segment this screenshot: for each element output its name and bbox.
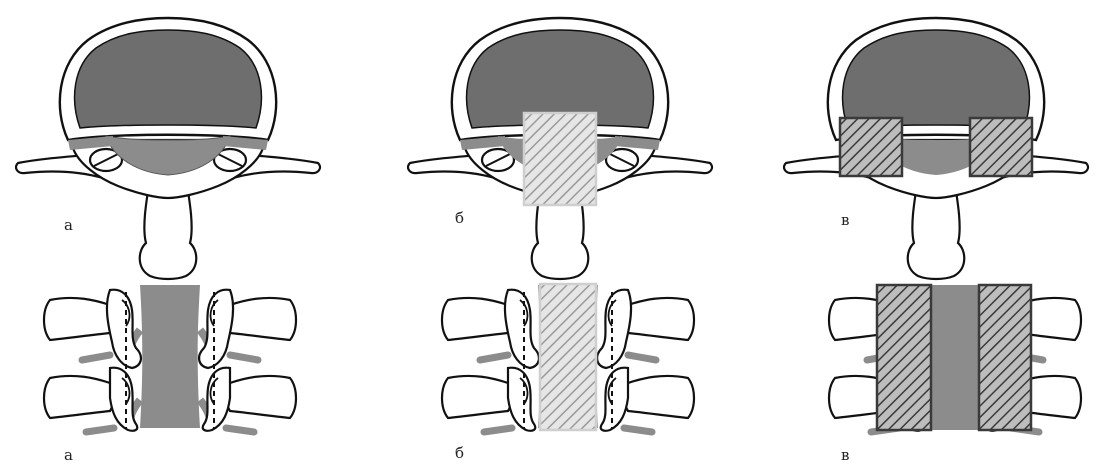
- bottom-label-c: в: [841, 448, 849, 463]
- posterior-view-a: [44, 285, 296, 432]
- axial-vertebra-b: [408, 18, 712, 279]
- posterior-view-c: [829, 285, 1081, 432]
- right-facet-resection-zone: [979, 285, 1031, 430]
- left-resection-zone: [840, 118, 902, 176]
- axial-vertebra-c: [784, 18, 1088, 279]
- top-label-a: а: [64, 218, 73, 233]
- top-label-c: в: [841, 213, 849, 228]
- bottom-label-b: б: [455, 446, 464, 461]
- bottom-label-a: а: [64, 448, 73, 463]
- central-laminectomy-zone: [540, 284, 596, 430]
- right-resection-zone: [970, 118, 1032, 176]
- axial-vertebra-a: [16, 18, 320, 279]
- posterior-view-b: [442, 284, 694, 432]
- top-label-b: б: [455, 211, 464, 226]
- central-resection-zone: [524, 113, 596, 205]
- left-facet-resection-zone: [877, 285, 931, 430]
